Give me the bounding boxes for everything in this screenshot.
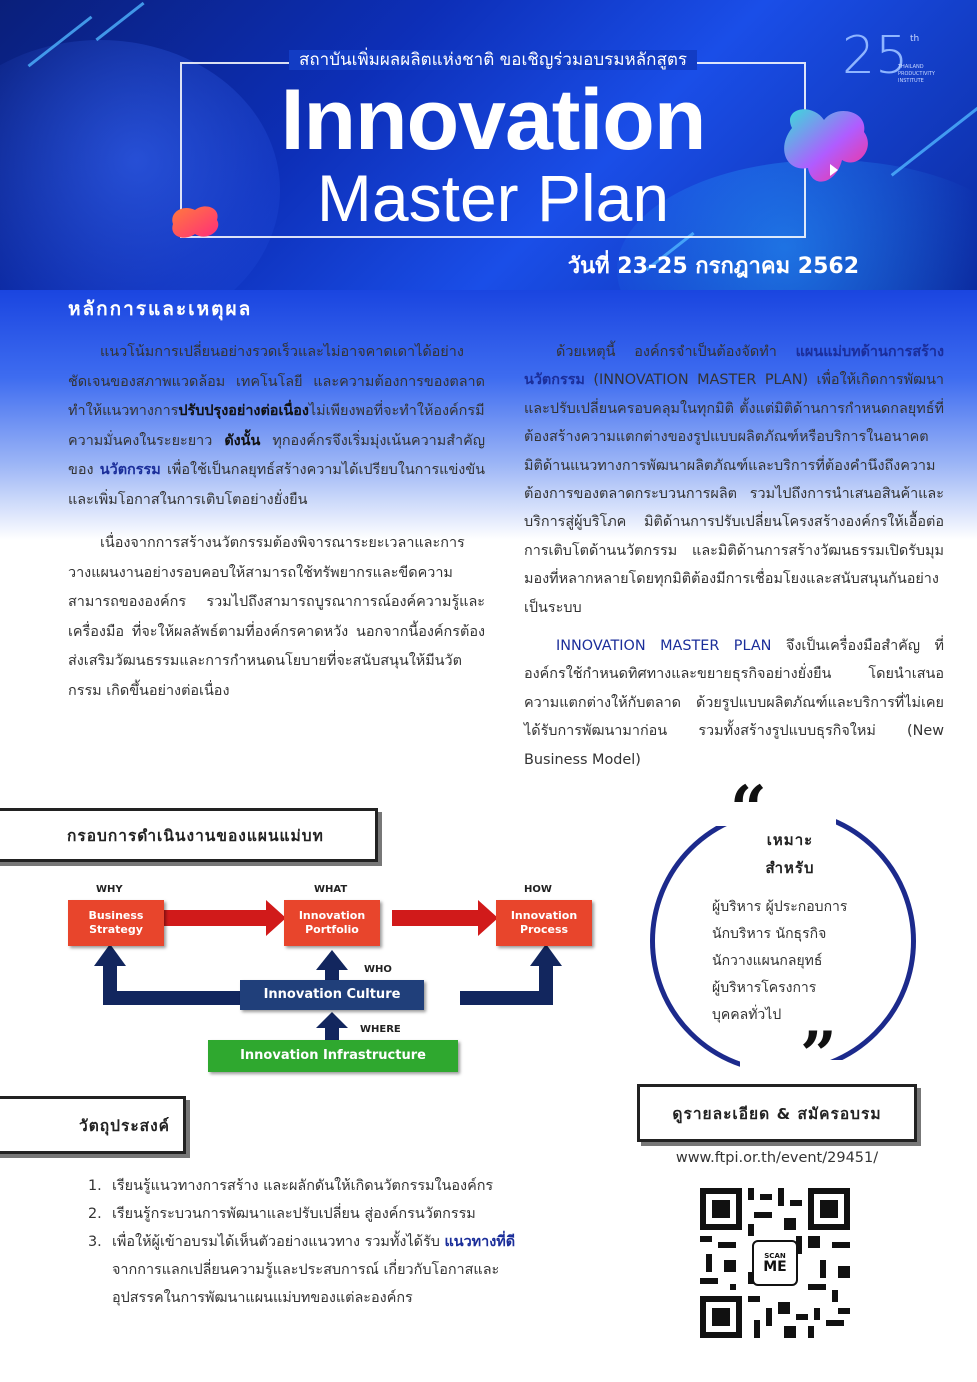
- orange-blob-icon: [172, 206, 219, 238]
- registration-heading-box: ดูรายละเอียด & สมัครอบรม: [637, 1084, 917, 1142]
- list-item: นักบริหาร นักธุรกิจ: [712, 926, 827, 942]
- text-run: ทุกองค์กรจึงเริ่มมุ่งเน้นความสำคัญของ: [68, 432, 485, 479]
- text-run: ไม่เพียงพอที่จะทำให้องค์กรมีความมั่นคงใน…: [68, 403, 485, 449]
- arrow-head: [478, 900, 498, 936]
- rationale-paragraph-1: แนวโน้มการเปลี่ยนอย่างรวดเร็วและไม่อาจคา…: [68, 338, 485, 515]
- arrow-culture-to-portfolio: [325, 968, 339, 982]
- objectives-heading-box: วัตถุประสงค์: [0, 1096, 186, 1154]
- highlight-continuous-improvement: ปรับปรุงอย่างต่อเนื่อง: [178, 403, 309, 419]
- tpi-25th-logo: 25 th THAILAND PRODUCTIVITY INSTITUTE: [842, 26, 935, 98]
- highlight-therefore: ดังนั้น: [224, 432, 261, 449]
- scan-me-badge: SCAN ME: [752, 1240, 798, 1286]
- rationale-right-column: ด้วยเหตุนี้ องค์กรจำเป็นต้องจัดทำ แผนแม่…: [524, 338, 944, 784]
- arrow-culture-to-strategy: [103, 964, 240, 1005]
- banner-stripe: [890, 106, 977, 177]
- item-number: 1.: [88, 1178, 102, 1194]
- list-item: นักวางแผนกลยุทธ์: [712, 953, 823, 969]
- box-business-strategy: Business Strategy: [68, 900, 164, 946]
- box-innovation-process: Innovation Process: [496, 900, 592, 946]
- scan-label: SCAN: [764, 1252, 786, 1260]
- box-innovation-portfolio: Innovation Portfolio: [284, 900, 380, 946]
- circle-gap: [716, 796, 836, 826]
- arrow-why-to-what: [162, 910, 266, 926]
- item-text: จากการแลกเปลี่ยนความรู้และประสบการณ์ เกี…: [112, 1262, 500, 1306]
- quote-close-icon: ”: [800, 1018, 837, 1093]
- cyan-pink-blob-icon: [784, 109, 868, 182]
- rationale-paragraph-3: ด้วยเหตุนี้ องค์กรจำเป็นต้องจัดทำ แผนแม่…: [524, 338, 944, 622]
- header-banner: สถาบันเพิ่มผลผลิตแห่งชาติ ขอเชิญร่วมอบรม…: [0, 0, 977, 300]
- framework-heading: กรอบการดำเนินงานของแผนแม่บท: [67, 826, 324, 845]
- label-who: WHO: [364, 964, 392, 975]
- objectives-heading: วัตถุประสงค์: [79, 1116, 171, 1135]
- label-why: WHY: [96, 884, 123, 895]
- registration-url[interactable]: www.ftpi.or.th/event/29451/: [675, 1150, 879, 1166]
- quote-open-icon: “: [730, 772, 767, 847]
- list-item: บุคคลทั่วไป: [712, 1007, 782, 1023]
- rationale-band: [0, 290, 977, 540]
- text-run: เพื่อใช้เป็นกลยุทธ์สร้างความได้เปรียบในก…: [68, 462, 485, 508]
- label-how: HOW: [524, 884, 552, 895]
- circle-gap: [740, 1060, 860, 1086]
- highlight-best-practice: แนวทางที่ดี: [444, 1234, 516, 1250]
- framework-arrows: [94, 900, 562, 1040]
- box-innovation-infrastructure: Innovation Infrastructure: [208, 1040, 458, 1072]
- framework-diagram: WHY WHAT HOW WHO WHERE Business Strategy…: [60, 878, 620, 1078]
- rationale-paragraph-2: เนื่องจากการสร้างนวัตกรรมต้องพิจารณาระยะ…: [68, 535, 485, 699]
- rationale-left-column: แนวโน้มการเปลี่ยนอย่างรวดเร็วและไม่อาจคา…: [68, 338, 485, 720]
- title-line-2: Master Plan: [316, 161, 670, 235]
- suitable-heading-line-2: สำหรับ: [765, 859, 815, 877]
- me-label: ME: [763, 1259, 787, 1275]
- text-run: (INNOVATION MASTER PLAN) เพื่อให้เกิดการ…: [524, 372, 944, 616]
- text-run: แนวโน้มการเปลี่ยนอย่างรวดเร็วและไม่อาจคา…: [68, 344, 485, 419]
- arrow-head: [316, 950, 348, 970]
- list-item: ผู้บริหาร ผู้ประกอบการ: [712, 899, 848, 915]
- highlight-imp: INNOVATION MASTER PLAN: [556, 638, 772, 655]
- suitable-heading-line-1: เหมาะ: [766, 831, 814, 849]
- arrow-what-to-how: [392, 910, 478, 926]
- registration-heading: ดูรายละเอียด & สมัครอบรม: [672, 1104, 882, 1123]
- arrow-head: [266, 900, 286, 936]
- item-number: 2.: [88, 1206, 102, 1222]
- logo-org-text: THAILAND PRODUCTIVITY INSTITUTE: [898, 64, 935, 84]
- arrow-infra-to-culture: [325, 1026, 339, 1040]
- item-text: เรียนรู้กระบวนการพัฒนาและปรับเปลี่ยน สู่…: [112, 1206, 476, 1222]
- framework-heading-box: กรอบการดำเนินงานของแผนแม่บท: [0, 808, 378, 862]
- logo-suffix: th: [910, 34, 920, 44]
- banner-stripe: [95, 1, 145, 42]
- objectives-list: 1. เรียนรู้แนวทางการสร้าง และผลักดันให้เ…: [88, 1172, 528, 1312]
- highlight-innovation: นวัตกรรม: [99, 462, 161, 478]
- arrow-head: [530, 944, 562, 966]
- box-innovation-culture: Innovation Culture: [240, 980, 424, 1010]
- logo-number: 25: [842, 26, 909, 86]
- label-what: WHAT: [314, 884, 348, 895]
- event-dates: วันที่ 23-25 กรกฎาคม 2562: [567, 254, 859, 279]
- item-text: เรียนรู้แนวทางการสร้าง และผลักดันให้เกิด…: [112, 1178, 494, 1194]
- list-item: 1. เรียนรู้แนวทางการสร้าง และผลักดันให้เ…: [88, 1172, 528, 1200]
- title-line-1: Innovation: [280, 72, 707, 168]
- suitable-list: ผู้บริหาร ผู้ประกอบการ นักบริหาร นักธุรก…: [712, 894, 892, 1029]
- arrow-head: [94, 944, 126, 966]
- highlight-master-plan: แผนแม่บทด้านการสร้างนวัตกรรม: [524, 344, 944, 389]
- rationale-paragraph-4: INNOVATION MASTER PLAN จึงเป็นเครื่องมือ…: [524, 632, 944, 774]
- item-text: เพื่อให้ผู้เข้าอบรมได้เห็นตัวอย่างแนวทาง…: [112, 1234, 445, 1250]
- arrow-culture-to-process: [460, 964, 553, 1005]
- text-run: ด้วยเหตุนี้ องค์กรจำเป็นต้องจัดทำ: [556, 344, 796, 360]
- suitable-heading: เหมาะ สำหรับ: [735, 826, 845, 882]
- banner-subtitle: สถาบันเพิ่มผลผลิตแห่งชาติ ขอเชิญร่วมอบรม…: [180, 46, 806, 73]
- text-run: จึงเป็นเครื่องมือสำคัญ ที่องค์กรใช้กำหนด…: [524, 638, 944, 768]
- list-item: 2. เรียนรู้กระบวนการพัฒนาและปรับเปลี่ยน …: [88, 1200, 528, 1228]
- list-item: ผู้บริหารโครงการ: [712, 980, 817, 996]
- item-number: 3.: [88, 1234, 102, 1250]
- label-where: WHERE: [360, 1024, 401, 1035]
- rationale-heading: หลักการและเหตุผล: [68, 298, 253, 320]
- list-item: 3. เพื่อให้ผู้เข้าอบรมได้เห็นตัวอย่างแนว…: [88, 1228, 528, 1312]
- arrow-head: [316, 1012, 348, 1028]
